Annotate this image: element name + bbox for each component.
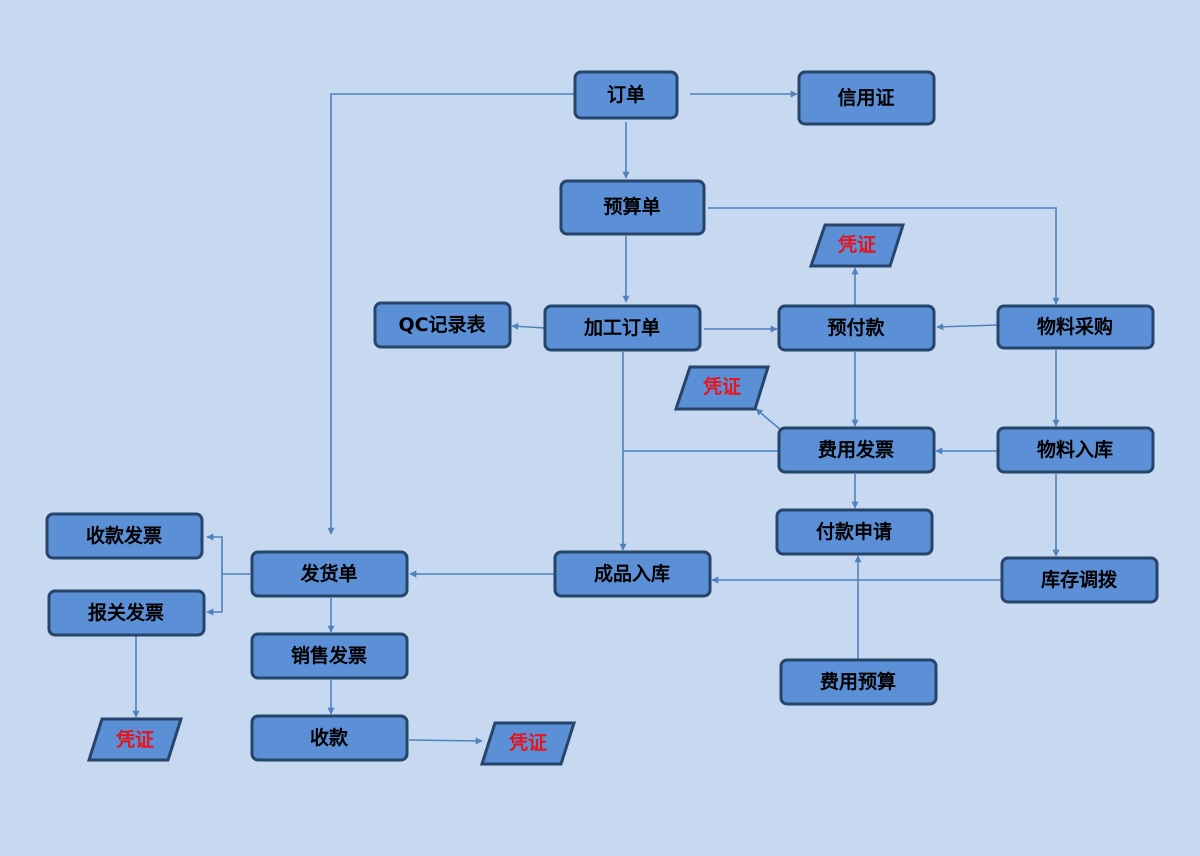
node-order: 订单 [573, 70, 679, 120]
voucher-collection: 凭证 [479, 721, 577, 766]
node-material-purchase: 物料采购 [996, 304, 1155, 350]
node-expense-invoice-label: 费用发票 [818, 438, 894, 461]
node-collection-invoice-label: 收款发票 [86, 524, 162, 547]
node-processing-order: 加工订单 [543, 304, 702, 352]
node-expense-invoice: 费用发票 [777, 426, 936, 474]
node-stock-transfer-label: 库存调拨 [1041, 568, 1118, 591]
node-payment-request-label: 付款申请 [816, 520, 892, 543]
node-finished-goods-inbound: 成品入库 [553, 550, 712, 598]
voucher-customs: 凭证 [86, 717, 184, 762]
node-material-inbound-label: 物料入库 [1037, 438, 1113, 461]
node-letter-of-credit-label: 信用证 [837, 86, 894, 109]
node-finished-goods-inbound-label: 成品入库 [594, 562, 670, 585]
edge-expense-to-voucher [755, 408, 782, 431]
node-order-label: 订单 [607, 83, 645, 106]
node-sales-invoice: 销售发票 [250, 632, 409, 680]
node-collection-invoice: 收款发票 [45, 512, 204, 560]
edge-collection-to-voucher [408, 737, 483, 745]
node-processing-order-label: 加工订单 [583, 316, 660, 339]
voucher-customs-label: 凭证 [115, 728, 154, 751]
voucher-prepayment-label: 凭证 [837, 233, 876, 256]
node-budget-sheet: 预算单 [559, 179, 706, 236]
node-customs-invoice-label: 报关发票 [88, 601, 164, 624]
node-sales-invoice-label: 销售发票 [291, 644, 367, 667]
voucher-expense: 凭证 [673, 365, 771, 411]
node-letter-of-credit: 信用证 [797, 70, 936, 126]
node-payment-request: 付款申请 [775, 508, 934, 556]
edge-processing-to-qc [511, 322, 546, 330]
node-material-purchase-label: 物料采购 [1037, 315, 1113, 338]
node-collection-label: 收款 [310, 726, 349, 749]
node-prepayment-label: 预付款 [827, 316, 885, 339]
edge-delivery-to-collection-invoice [206, 533, 223, 574]
node-delivery-note-label: 发货单 [299, 562, 357, 585]
node-delivery-note: 发货单 [250, 550, 409, 598]
voucher-collection-label: 凭证 [508, 731, 547, 754]
node-budget-sheet-label: 预算单 [603, 195, 660, 218]
node-material-inbound: 物料入库 [996, 426, 1155, 474]
edge-budget-to-purchase [708, 207, 1060, 305]
node-qc-record: QC记录表 [373, 301, 512, 349]
node-collection: 收款 [250, 714, 409, 762]
node-expense-budget-label: 费用预算 [820, 670, 896, 693]
node-prepayment: 预付款 [777, 304, 936, 352]
connectors [132, 90, 1060, 745]
edge-delivery-to-customs-invoice [206, 574, 223, 616]
voucher-expense-label: 凭证 [702, 375, 741, 398]
node-stock-transfer: 库存调拨 [1000, 556, 1159, 604]
node-expense-budget: 费用预算 [779, 658, 938, 706]
node-customs-invoice: 报关发票 [47, 589, 206, 637]
voucher-prepayment: 凭证 [808, 223, 906, 268]
edge-order-to-delivery [327, 93, 575, 535]
node-qc-record-label: QC记录表 [398, 313, 486, 336]
edge-purchase-to-prepay [936, 323, 999, 331]
